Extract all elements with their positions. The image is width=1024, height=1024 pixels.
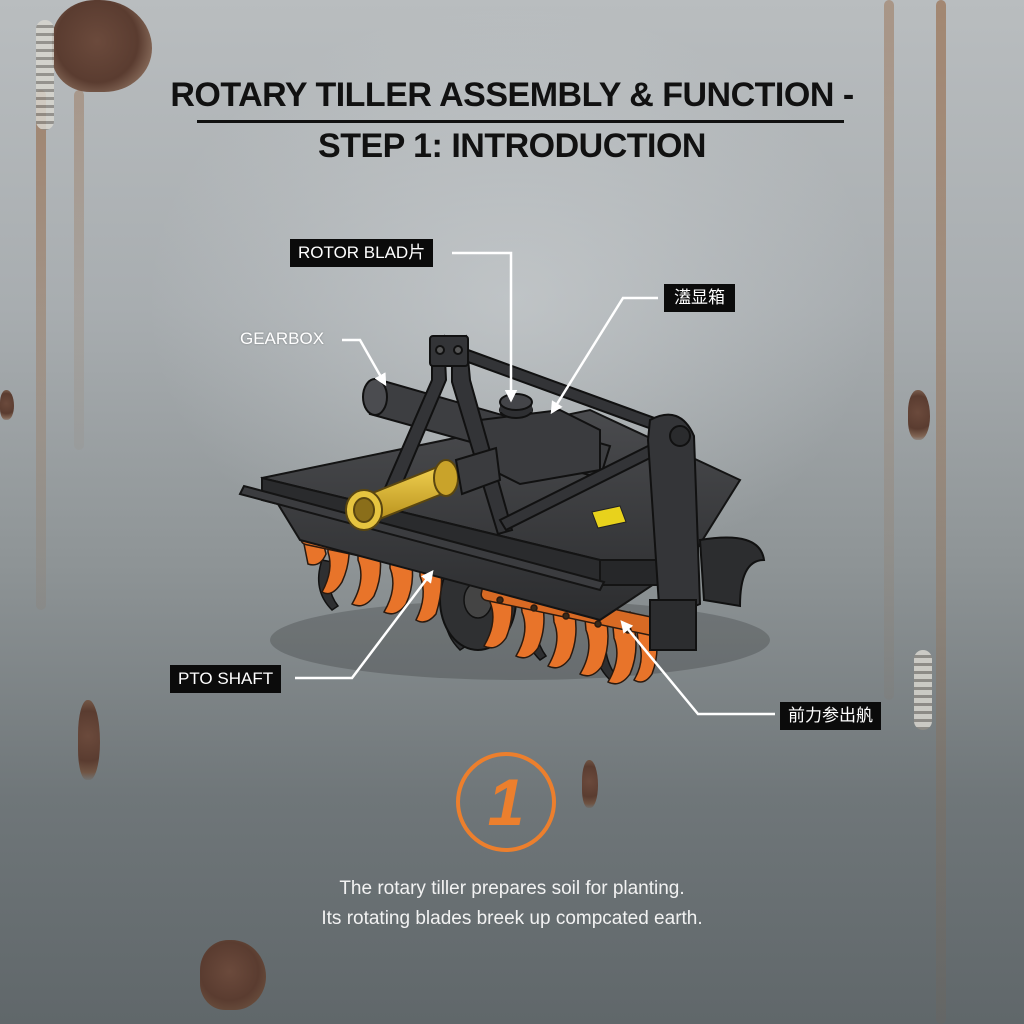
rust-streak xyxy=(36,90,46,610)
callout-gearbox: GEARBOX xyxy=(240,329,325,348)
step-number-badge: 1 xyxy=(456,752,556,852)
rust-spot xyxy=(52,0,152,92)
description-line-2: Its rotating blades breek up compcated e… xyxy=(321,908,703,929)
rust-spot xyxy=(908,390,930,440)
rust-streak xyxy=(74,90,84,450)
leader-lines xyxy=(295,251,775,716)
skid-shoe xyxy=(698,536,766,608)
title-divider xyxy=(197,120,844,123)
leader-bottom-right xyxy=(620,620,775,716)
rust-streak xyxy=(884,0,894,700)
side-chain-case xyxy=(646,413,702,651)
title-line-2: STEP 1: INTRODUCTION xyxy=(318,127,706,165)
rust-spot xyxy=(78,700,100,780)
callout-bottom-right: 前力参出舧 xyxy=(780,702,881,730)
leader-gearbox xyxy=(342,338,387,387)
weld-bead xyxy=(36,20,54,130)
weld-bead xyxy=(914,650,932,730)
rust-spot xyxy=(0,390,14,420)
callout-top-right: 濭显箱 xyxy=(664,284,735,312)
pto-shaft xyxy=(345,446,502,531)
rust-spot xyxy=(200,940,266,1010)
leader-pto-shaft xyxy=(295,570,434,680)
callout-pto-shaft: PTO SHAFT xyxy=(170,665,282,693)
description-line-1: The rotary tiller prepares soil for plan… xyxy=(339,878,685,899)
rust-streak xyxy=(936,0,946,1024)
leader-rotor-blade xyxy=(452,251,518,403)
leader-top-right xyxy=(550,296,658,415)
warning-decal xyxy=(591,505,627,529)
callout-rotor-blade: ROTOR BLAD片 xyxy=(290,239,434,267)
step-number: 1 xyxy=(487,765,525,839)
rust-spot xyxy=(582,760,598,808)
title-line-1: ROTARY TILLER ASSEMBLY & FUNCTION - xyxy=(170,76,854,114)
